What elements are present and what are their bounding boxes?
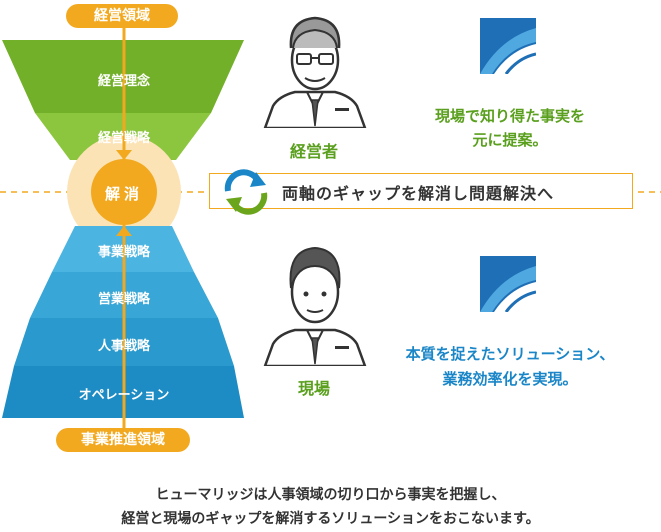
field-label: 現場 <box>297 379 330 398</box>
footer-line-1: ヒューマリッジは人事領域の切り口から事実を把握し、 <box>155 487 506 503</box>
funnel-diagram <box>2 18 244 442</box>
cycle-arrows-icon <box>224 169 268 215</box>
worker-person-icon <box>263 246 367 366</box>
top-pill: 経営領域 <box>66 4 178 28</box>
funnel-label-management-strategy: 経営戦略 <box>97 131 150 146</box>
up-arrow-head <box>116 226 132 236</box>
logo-icon-2 <box>480 256 536 312</box>
bottom-pill: 事業推進領域 <box>56 428 190 452</box>
center-label: 解消 <box>104 185 143 203</box>
field-text-line-1: 本質を捉えたソリューション、 <box>405 345 615 363</box>
logo-icon <box>480 18 536 74</box>
manager-text-line-2: 元に提案。 <box>472 131 548 149</box>
funnel-label-operations: オペレーション <box>78 388 170 403</box>
manager-label: 経営者 <box>289 142 338 161</box>
funnel-label-sales-strategy: 営業戦略 <box>97 292 150 307</box>
center-circle <box>91 159 157 225</box>
banner-box <box>209 173 633 209</box>
funnel-label-philosophy: 経営理念 <box>97 74 150 89</box>
down-arrow-head <box>116 150 132 160</box>
manager-person-icon <box>263 16 367 128</box>
funnel-label-business-strategy: 事業戦略 <box>97 245 150 260</box>
banner-text: 両軸のギャップを解消し問題解決へ <box>282 184 555 203</box>
funnel-label-hr-strategy: 人事戦略 <box>97 339 150 354</box>
field-text-line-2: 業務効率化を実現。 <box>442 370 578 388</box>
manager-text-line-1: 現場で知り得た事実を <box>434 107 585 125</box>
footer-line-2: 経営と現場のギャップを解消するソリューションをおこないます。 <box>121 511 540 527</box>
